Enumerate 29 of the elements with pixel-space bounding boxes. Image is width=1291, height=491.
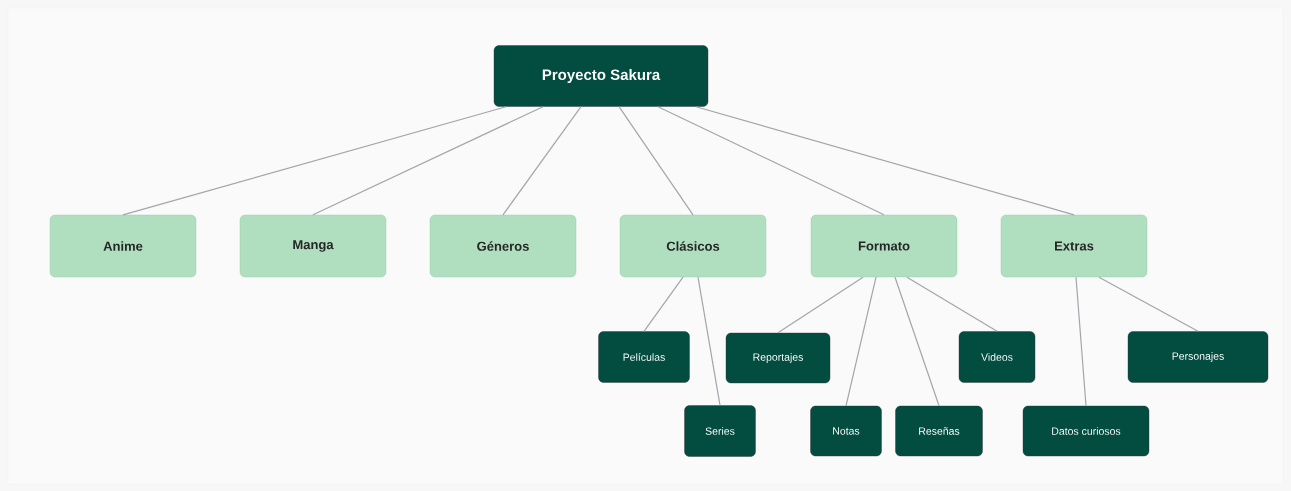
topic-box: Notas: [810, 405, 882, 457]
connector-line: [697, 276, 721, 406]
connector-line: [122, 106, 507, 216]
connector-line: [643, 276, 684, 332]
connector-line: [906, 276, 998, 332]
connector-line: [1098, 276, 1199, 332]
topic-box: Datos curiosos: [1022, 405, 1150, 457]
topic-box: Personajes: [1127, 331, 1269, 383]
category-box: Formato: [810, 214, 958, 278]
category-box: Manga: [239, 214, 387, 278]
connector-line: [502, 106, 582, 216]
connector-line: [695, 106, 1075, 216]
category-box: Extras: [1000, 214, 1148, 278]
connector-line: [312, 106, 544, 216]
topic-box: Reportajes: [725, 332, 831, 384]
category-box: Clásicos: [619, 214, 767, 278]
root-box: Proyecto Sakura: [493, 45, 709, 107]
topic-box: Películas: [598, 331, 690, 383]
topic-box: Series: [684, 405, 756, 457]
topic-box: Reseñas: [895, 405, 983, 457]
topic-box: Videos: [958, 331, 1036, 383]
category-box: Anime: [49, 214, 197, 278]
connector-line: [894, 276, 940, 407]
category-box: Géneros: [429, 214, 577, 278]
connector-line: [618, 106, 694, 216]
connector-line: [777, 276, 864, 334]
connector-line: [845, 276, 877, 407]
connector-line: [657, 106, 885, 216]
connector-line: [1075, 276, 1087, 407]
